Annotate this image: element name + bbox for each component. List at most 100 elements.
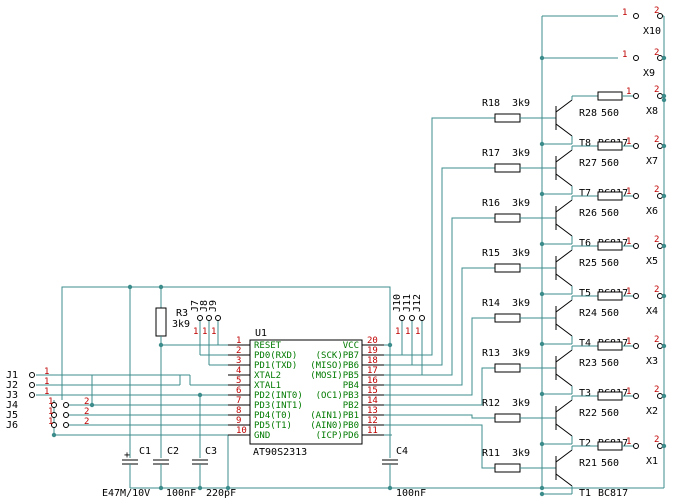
jumper-terminal[interactable] [29, 372, 35, 378]
ic-right-pin-name: (ICP)PD6 [316, 431, 359, 441]
connector-terminal[interactable] [633, 393, 639, 399]
junction-dot [387, 485, 393, 491]
connector-ref: X3 [646, 356, 658, 367]
jumper-pin-number: 1 [211, 327, 216, 337]
jumper-pin-number: 2 [84, 407, 89, 417]
transistor-emitter [555, 323, 573, 337]
j7-j9-wiring [199, 320, 228, 366]
collector-resistor-ref: R24 [579, 308, 597, 319]
connector-terminal[interactable] [633, 443, 639, 449]
ic-ref: U1 [255, 328, 267, 339]
junction-dot [158, 284, 164, 290]
c3-capacitor [192, 395, 208, 488]
transistor-emitter [555, 223, 573, 237]
jumper-pin-number: 1 [44, 377, 49, 387]
ic-left-pin-number: 6 [236, 386, 241, 396]
jumper-label: J11 [402, 294, 413, 312]
jumper-terminal[interactable] [409, 315, 415, 321]
connector-pin-number: 1 [626, 337, 631, 347]
ic-left-pin-number: 7 [236, 396, 241, 406]
ic-left-pin-number: 9 [236, 416, 241, 426]
junction-dot [661, 443, 667, 449]
transistor-collector [555, 399, 573, 413]
jumper-terminal[interactable] [63, 422, 69, 428]
jumper-terminal[interactable] [399, 315, 405, 321]
jumper-terminal[interactable] [51, 422, 57, 428]
ic-right-pin-name: PB4 [343, 381, 359, 391]
connector-ref: X10 [643, 26, 661, 37]
collector-resistor-ref: R26 [579, 208, 597, 219]
ic-left-pin-name: PD2(INT0) [254, 391, 303, 401]
connector-terminal[interactable] [633, 55, 639, 61]
connector-terminal[interactable] [633, 93, 639, 99]
ic-right-pin-number: 11 [367, 426, 378, 436]
transistor-emitter [555, 173, 573, 187]
connector-pin-number: 2 [654, 435, 659, 445]
junction-dot [197, 392, 203, 398]
vcc-bus [61, 15, 665, 488]
connector-pin-number: 1 [626, 87, 631, 97]
c4-ref: C4 [396, 446, 408, 457]
base-resistor-ref: R13 [482, 348, 500, 359]
connector-pin-number: 2 [654, 6, 659, 16]
ic-right-pin-number: 13 [367, 406, 378, 416]
jumper-pin-number: 2 [84, 397, 89, 407]
connector-terminal[interactable] [633, 343, 639, 349]
junction-dot [661, 193, 667, 199]
jumper-label: J10 [392, 294, 403, 312]
transistor-ref: T3 [579, 388, 591, 399]
ic-left-pin-name: PD0(RXD) [254, 351, 297, 361]
jumper-terminal[interactable] [29, 382, 35, 388]
junction-dot [539, 141, 545, 147]
connector-terminal[interactable] [633, 193, 639, 199]
jumper-terminal[interactable] [197, 315, 203, 321]
ic-right-pin-number: 19 [367, 346, 378, 356]
transistor-part: BC817 [598, 488, 628, 499]
base-resistor-ref: R11 [482, 448, 500, 459]
base-resistor-ref: R17 [482, 148, 500, 159]
jumper-label: J2 [6, 380, 18, 391]
jumper-terminal[interactable] [29, 392, 35, 398]
jumper-terminal[interactable] [51, 402, 57, 408]
jumper-terminal[interactable] [63, 412, 69, 418]
jumper-terminal[interactable] [51, 412, 57, 418]
connector-ref: X1 [646, 456, 658, 467]
collector-resistor-ref: R28 [579, 108, 597, 119]
connector-pin-number: 2 [654, 285, 659, 295]
ic-left-pin-number: 2 [236, 346, 241, 356]
junction-dot [158, 342, 164, 348]
jumper-terminal[interactable] [215, 315, 221, 321]
transistor-collector [555, 449, 573, 463]
jumper-pin-number: 1 [193, 327, 198, 337]
base-resistor-value: 3k9 [512, 398, 530, 409]
junction-dot [225, 485, 231, 491]
ic-left-pin-name: GND [254, 431, 270, 441]
connector-terminal[interactable] [633, 243, 639, 249]
base-resistor [494, 113, 521, 123]
base-resistor [494, 213, 521, 223]
ic-right-pin-name: (OC1)PB3 [316, 391, 359, 401]
ic-left-pin-name: XTAL1 [254, 381, 281, 391]
jumper-label: J12 [412, 294, 423, 312]
jumper-terminal[interactable] [63, 402, 69, 408]
ic-right-pin-number: 14 [367, 396, 378, 406]
junction-dot [539, 491, 545, 497]
c1-capacitor [122, 287, 138, 488]
connector-terminal[interactable] [633, 293, 639, 299]
jumper-terminal[interactable] [419, 315, 425, 321]
ic-body [249, 339, 363, 445]
base-wire [392, 367, 495, 406]
transistor-collector [555, 149, 573, 163]
connector-pin-number: 2 [654, 385, 659, 395]
junction-dot [127, 284, 133, 290]
connector-terminal[interactable] [633, 13, 639, 19]
junction-dot [539, 55, 545, 61]
junction-dot [197, 485, 203, 491]
jumper-terminal[interactable] [206, 315, 212, 321]
jumper-label: J9 [208, 300, 219, 312]
connector-terminal[interactable] [657, 13, 663, 19]
base-wire [392, 117, 495, 356]
connector-pin-number: 2 [654, 235, 659, 245]
connector-terminal[interactable] [633, 143, 639, 149]
junction-dot [661, 293, 667, 299]
